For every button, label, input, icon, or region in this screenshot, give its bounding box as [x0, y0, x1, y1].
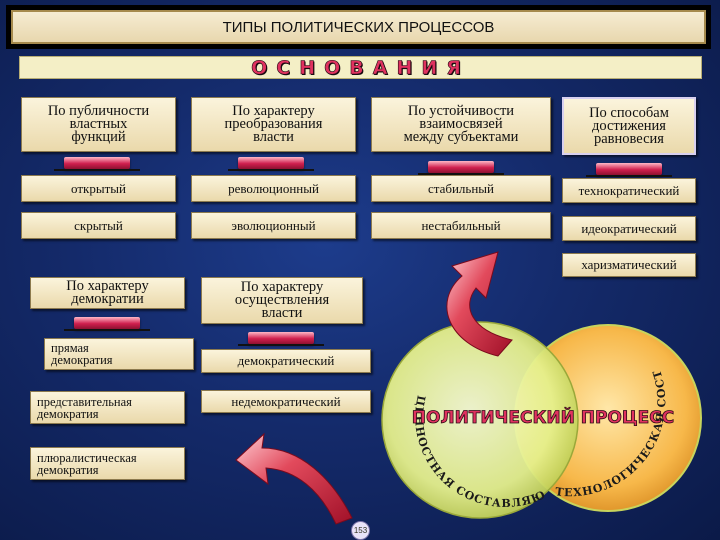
bases-banner: ОСНОВАНИЯ — [19, 56, 702, 79]
header-line: взаимосвязей — [419, 116, 503, 132]
type-charismatic: харизматический — [562, 253, 696, 277]
type-evolutionary: эволюционный — [191, 212, 356, 239]
header-line: преобразования — [224, 116, 323, 132]
upper-curved-arrow — [446, 251, 513, 357]
header-line: По способам — [589, 104, 669, 121]
type-revolutionary: революционный — [191, 175, 356, 202]
header-line: власти — [261, 305, 303, 321]
type-technocratic: технократический — [562, 178, 696, 203]
header-line: По устойчивости — [407, 103, 515, 119]
item-line: представительная — [37, 394, 132, 409]
connector — [228, 157, 314, 171]
header-line: властных — [69, 116, 128, 132]
type-stable: стабильный — [371, 175, 551, 202]
header-line: достижения — [592, 117, 666, 134]
item-line: плюралистическая — [37, 450, 137, 465]
header-line: между субъектами — [403, 129, 519, 145]
type-unstable: нестабильный — [371, 212, 551, 239]
page-number: 153 — [351, 521, 370, 540]
header-line: По характеру — [66, 278, 149, 294]
page-title: ТИПЫ ПОЛИТИЧЕСКИХ ПРОЦЕССОВ — [11, 10, 706, 44]
circle-left — [381, 321, 579, 519]
item-line: демократия — [51, 353, 113, 367]
center-label: ПОЛИТИЧЕСКИЙ ПРОЦЕСС — [412, 406, 674, 428]
type-hidden: скрытый — [21, 212, 176, 239]
item-line: прямая — [51, 341, 89, 355]
header-line: По публичности — [47, 103, 150, 119]
header-line: демократии — [71, 291, 144, 307]
header-line: функций — [71, 129, 126, 145]
item-line: демократия — [37, 406, 99, 421]
type-open: открытый — [21, 175, 176, 202]
connector — [418, 161, 504, 175]
connector — [586, 163, 672, 177]
title-frame: ТИПЫ ПОЛИТИЧЕСКИХ ПРОЦЕССОВ — [6, 5, 711, 49]
header-line: По характеру — [240, 279, 324, 295]
type-ideocratic: идеократический — [562, 216, 696, 241]
connector — [54, 157, 140, 171]
connector — [238, 332, 324, 346]
lower-curved-arrow — [235, 432, 353, 525]
header-line: осуществления — [234, 292, 330, 308]
type-democratic: демократический — [201, 349, 371, 373]
item-line: демократия — [37, 462, 99, 477]
connector — [64, 317, 150, 331]
header-line: равновесия — [594, 130, 664, 147]
banner-text: ОСНОВАНИЯ — [251, 56, 470, 79]
header-line: власти — [253, 129, 294, 145]
type-undemocratic: недемократический — [201, 390, 371, 413]
header-line: По характеру — [232, 103, 315, 119]
